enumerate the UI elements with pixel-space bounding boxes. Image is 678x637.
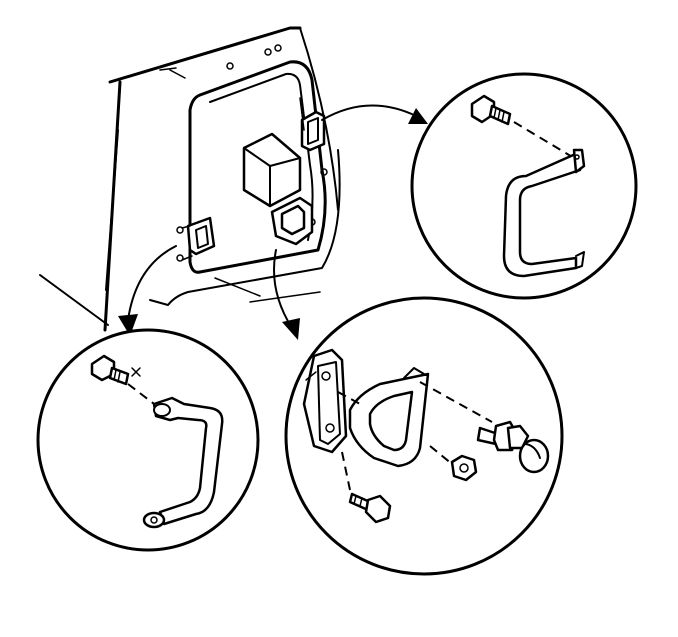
detail-callout-bottom-left (36, 328, 260, 552)
small-screw-icon (90, 354, 130, 386)
shoulder-bolt-icon (476, 420, 530, 452)
cap-icon (518, 438, 550, 474)
arrow-to-bottom-center-detail (273, 249, 300, 340)
detail-callout-upper-right (410, 72, 638, 300)
bolt-icon (470, 94, 512, 126)
detail-callout-bottom-center (284, 296, 564, 576)
nut-icon (450, 454, 478, 482)
screw-icon (348, 492, 392, 524)
c-handle-icon (502, 148, 586, 278)
strap-handle (176, 216, 216, 262)
mounting-plate-icon (302, 348, 348, 454)
arrow-to-upper-right-detail (321, 104, 428, 124)
upper-grab-handle (299, 97, 326, 152)
arrow-to-bottom-left-detail (118, 245, 177, 336)
triangular-handle-icon (348, 367, 430, 468)
lower-grab-handle (270, 196, 314, 246)
mounting-bracket (242, 132, 302, 208)
strap-grab-handle-icon (142, 396, 224, 529)
